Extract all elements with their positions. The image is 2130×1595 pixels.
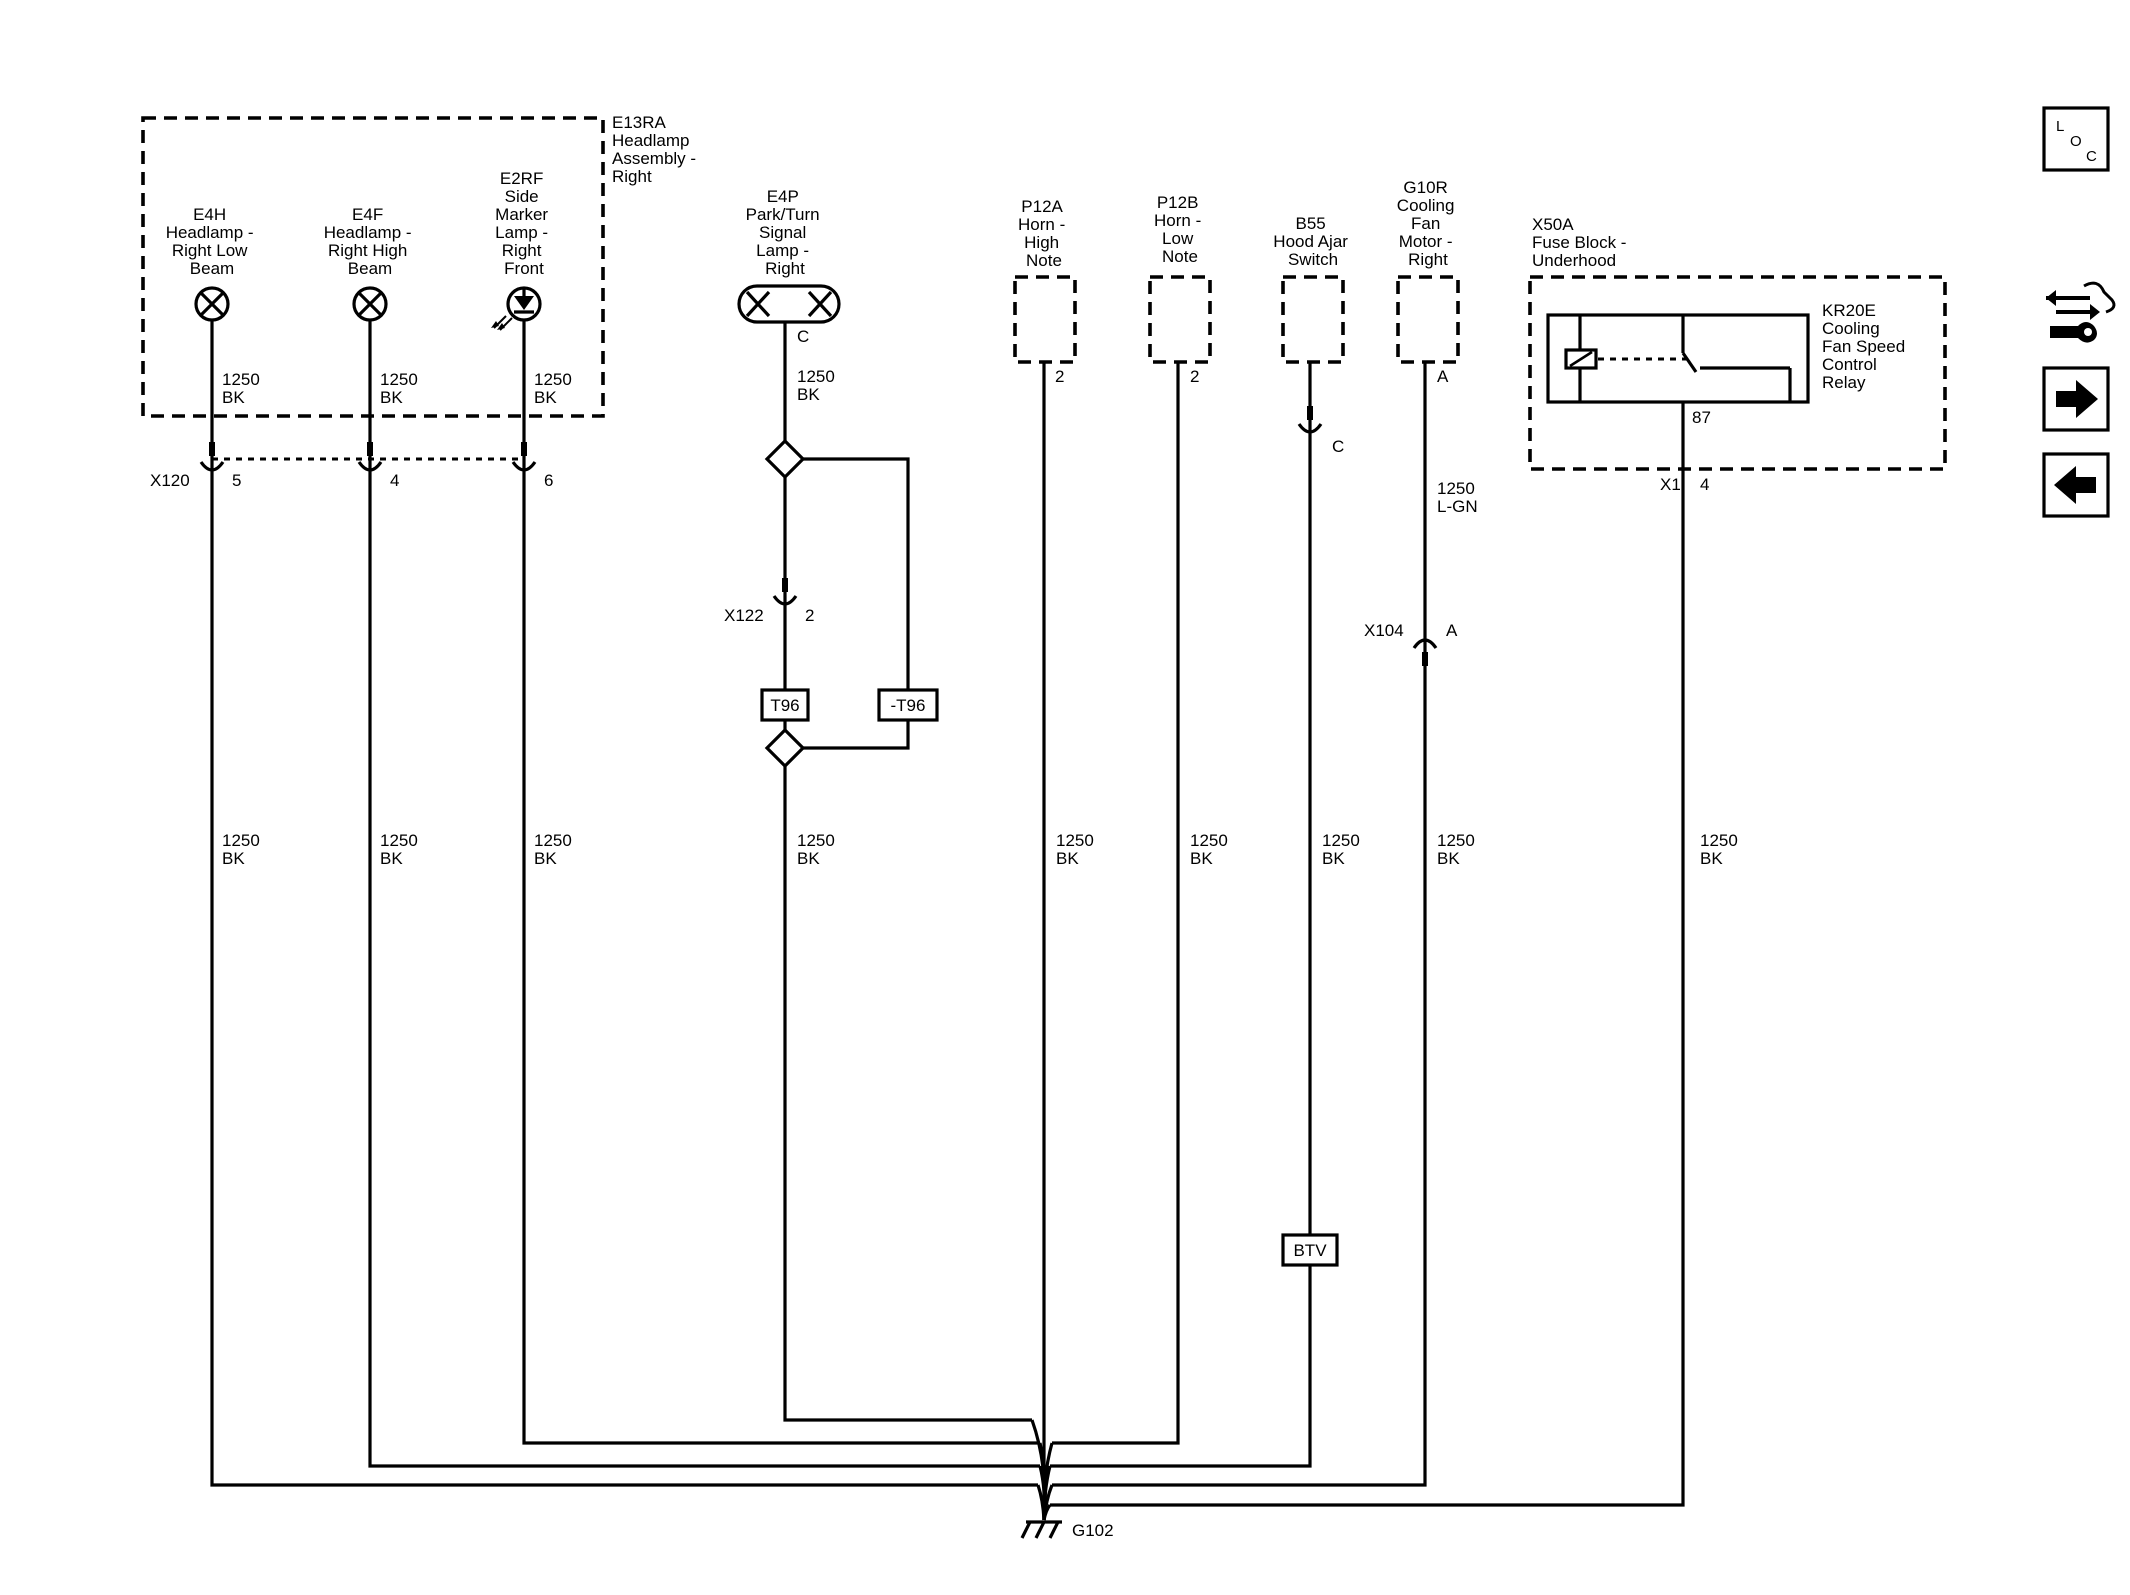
horn-high-note-box <box>1013 275 1077 364</box>
relay-label: KR20E Cooling Fan Speed Control Relay <box>1822 301 1910 392</box>
hood-ajar-switch-box <box>1281 275 1345 364</box>
connector-x122-icon <box>772 578 798 606</box>
splice-bottom-icon <box>764 727 806 769</box>
component-label-p12b: P12B Horn - Low Note <box>1154 193 1206 266</box>
service-button[interactable] <box>2040 275 2116 345</box>
svg-text:T96: T96 <box>770 696 799 715</box>
x104-label: X104 <box>1364 621 1404 640</box>
wire-b55-ground <box>1050 362 1312 1468</box>
ground-label: G102 <box>1072 1521 1114 1540</box>
option-btv-tag: BTV <box>1281 1233 1339 1267</box>
headlamp-high-beam-bulb-icon <box>352 286 388 322</box>
x120-pin-6: 6 <box>544 471 553 490</box>
component-label-p12a: P12A Horn - High Note <box>1018 197 1070 270</box>
wire-g10r-ground <box>1052 362 1427 1487</box>
component-label-e4p: E4P Park/Turn Signal Lamp - Right <box>746 187 825 278</box>
option-t96-tag: T96 <box>760 688 810 722</box>
splice-top-icon <box>764 438 806 480</box>
harness-box-label: E13RA Headlamp Assembly - Right <box>612 113 701 186</box>
locator-icon: L O C <box>2056 118 2097 165</box>
x120-pin-4: 4 <box>390 471 399 490</box>
cooling-fan-relay <box>1546 313 1810 470</box>
wire-p12b-ground <box>1052 362 1180 1445</box>
x122-label: X122 <box>724 606 764 625</box>
x1-pin: 4 <box>1700 475 1709 494</box>
horn-low-note-box <box>1148 275 1212 364</box>
component-label-x50a: X50A Fuse Block - Underhood <box>1532 215 1631 270</box>
ground-fan-in <box>1030 1419 1054 1521</box>
side-marker-led-icon <box>491 286 542 331</box>
x1-label: X1 <box>1660 475 1681 494</box>
wire-e4h-ground <box>210 320 1038 1487</box>
component-label-e4f: E4F Headlamp - Right High Beam <box>324 205 417 278</box>
x122-pin: 2 <box>805 606 814 625</box>
arrow-right-icon <box>2056 380 2098 418</box>
component-label-e4h: E4H Headlamp - Right Low Beam <box>166 205 259 278</box>
wire-x50a-ground <box>1050 470 1685 1507</box>
service-wrench-icon <box>2046 281 2116 343</box>
cooling-fan-motor-box <box>1396 275 1460 364</box>
x120-label: X120 <box>150 471 190 490</box>
svg-text:-T96: -T96 <box>891 696 926 715</box>
svg-text:C: C <box>2086 148 2097 165</box>
wire-e4p-bypass <box>785 457 910 750</box>
arrow-left-icon <box>2054 466 2096 504</box>
back-page-button[interactable] <box>2042 452 2110 518</box>
e4p-pin-c: C <box>797 327 809 346</box>
wire-e2rf-ground <box>522 320 1040 1445</box>
svg-text:L: L <box>2056 118 2064 135</box>
headlamp-assembly-box <box>141 116 605 418</box>
connector-x120-icons <box>199 442 537 472</box>
wire-e4f-ground <box>368 320 1040 1468</box>
x104-pin: A <box>1446 621 1458 640</box>
g10r-pin-a: A <box>1437 367 1449 386</box>
x120-pin-5: 5 <box>232 471 241 490</box>
headlamp-low-beam-bulb-icon <box>194 286 230 322</box>
ground-icon <box>1020 1520 1062 1539</box>
connector-b55-icon <box>1297 406 1323 434</box>
svg-text:O: O <box>2070 133 2082 150</box>
relay-pin-87: 87 <box>1692 408 1711 427</box>
option-not-t96-tag: -T96 <box>877 688 939 722</box>
connector-x104-icon <box>1412 638 1438 666</box>
next-page-button[interactable] <box>2042 366 2110 432</box>
p12a-pin: 2 <box>1055 367 1064 386</box>
locator-button[interactable]: L O C <box>2042 106 2110 172</box>
component-label-g10r: G10R Cooling Fan Motor - Right <box>1397 178 1459 269</box>
fuse-block-box <box>1528 275 1947 471</box>
component-label-b55: B55 Hood Ajar Switch <box>1273 214 1352 269</box>
b55-pin-c: C <box>1332 437 1344 456</box>
svg-text:BTV: BTV <box>1293 1241 1327 1260</box>
p12b-pin: 2 <box>1190 367 1199 386</box>
wire-e4p-ground <box>783 322 1032 1422</box>
park-turn-dual-bulb-icon <box>737 284 841 324</box>
component-label-e2rf: E2RF Side Marker Lamp - Right Front <box>495 169 553 278</box>
